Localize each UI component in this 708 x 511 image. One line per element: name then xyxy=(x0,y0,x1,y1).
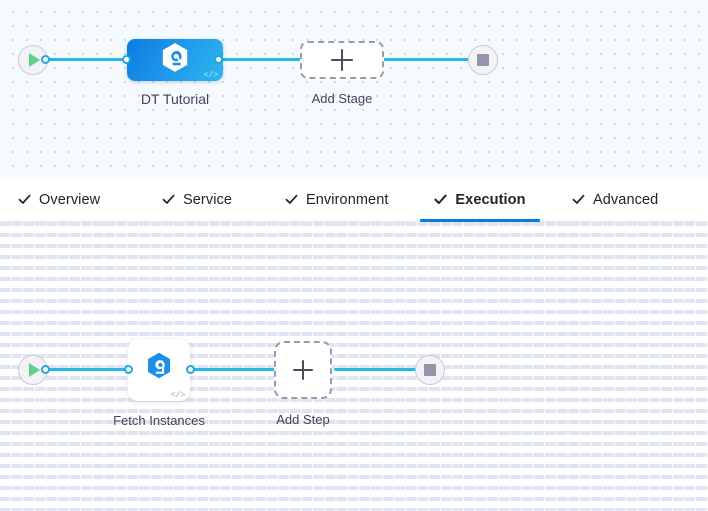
plus-icon xyxy=(331,49,353,71)
check-icon xyxy=(162,193,175,206)
add-stage-button[interactable] xyxy=(300,41,384,79)
plus-icon xyxy=(293,360,313,380)
step-output-port[interactable] xyxy=(186,365,195,374)
step-node-fetch-instances[interactable]: </> xyxy=(128,339,190,401)
tab-advanced[interactable]: Advanced xyxy=(570,177,660,222)
add-stage-label: Add Stage xyxy=(311,91,373,106)
stage-graph-canvas[interactable]: </> DT Tutorial Add Stage xyxy=(0,0,708,177)
tab-overview-label: Overview xyxy=(39,191,101,208)
check-icon xyxy=(434,193,447,206)
code-badge-icon: </> xyxy=(170,389,186,400)
harness-hexagon-icon xyxy=(146,352,172,385)
tab-environment-label: Environment xyxy=(306,191,389,208)
stage-end-node[interactable] xyxy=(468,45,498,75)
stage-start-port[interactable] xyxy=(41,55,50,64)
tab-overview[interactable]: Overview xyxy=(16,177,102,222)
stage-node-label: DT Tutorial xyxy=(140,91,210,107)
connector-start-to-step xyxy=(44,368,136,371)
grid-overlay xyxy=(0,222,708,511)
step-end-node[interactable] xyxy=(415,355,445,385)
tab-advanced-label: Advanced xyxy=(593,191,659,208)
harness-hexagon-icon xyxy=(160,42,190,79)
step-input-port[interactable] xyxy=(124,365,133,374)
play-icon xyxy=(29,53,40,67)
check-icon xyxy=(18,193,31,206)
connector-stage-to-addstage xyxy=(218,58,308,61)
tab-execution-label: Execution xyxy=(455,191,526,208)
tab-service-label: Service xyxy=(183,191,233,208)
tab-environment[interactable]: Environment xyxy=(283,177,391,222)
stage-output-port[interactable] xyxy=(214,55,223,64)
tab-execution[interactable]: Execution xyxy=(420,177,540,222)
check-icon xyxy=(285,193,298,206)
play-icon xyxy=(29,363,40,377)
step-start-port[interactable] xyxy=(41,365,50,374)
add-step-label: Add Step xyxy=(276,412,330,427)
step-node-label: Fetch Instances xyxy=(113,413,205,428)
execution-graph-canvas[interactable]: </> Fetch Instances Add Step xyxy=(0,222,708,511)
stage-node-dt-tutorial[interactable]: </> xyxy=(127,39,223,81)
connector-step-to-addstep xyxy=(184,368,276,371)
connector-addstep-to-end xyxy=(334,368,422,371)
add-step-button[interactable] xyxy=(274,341,332,399)
stage-input-port[interactable] xyxy=(122,55,131,64)
code-badge-icon: </> xyxy=(203,69,219,80)
stop-icon xyxy=(477,54,489,66)
stop-icon xyxy=(424,364,436,376)
connector-start-to-stage xyxy=(44,58,134,61)
stage-config-tabs: Overview Service Environment xyxy=(0,177,708,222)
check-icon xyxy=(572,193,585,206)
tab-service[interactable]: Service xyxy=(160,177,234,222)
connector-addstage-to-end xyxy=(382,58,478,61)
